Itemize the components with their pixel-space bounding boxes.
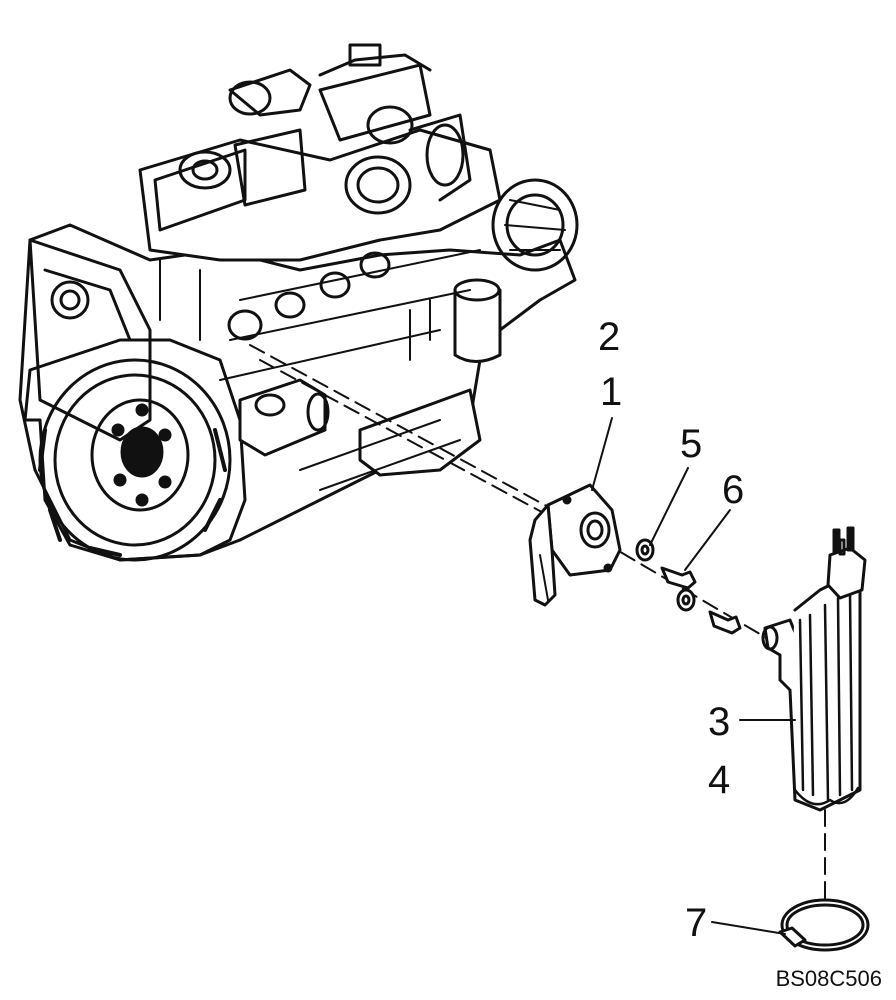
leader-7 <box>711 921 786 935</box>
leader-1 <box>591 417 613 491</box>
callout-1: 1 <box>600 370 623 414</box>
leader-5 <box>649 467 689 546</box>
engine-assembly <box>18 43 579 562</box>
flywheel <box>38 358 232 562</box>
part-6-bolts <box>660 566 742 635</box>
callout-5: 5 <box>680 422 703 466</box>
starter-motor <box>238 378 330 457</box>
leader-lines <box>591 417 796 935</box>
callout-7: 7 <box>685 901 708 945</box>
leader-6 <box>684 509 731 571</box>
alternator <box>491 178 579 272</box>
callout-3: 3 <box>708 700 731 744</box>
oil-filter <box>453 278 502 363</box>
part-1-adapter-plate <box>528 483 622 607</box>
part-7-clamp <box>778 898 870 952</box>
drawing-code: BS08C506 <box>775 966 882 991</box>
callout-6: 6 <box>722 468 745 512</box>
callout-4: 4 <box>708 758 731 802</box>
part-3-heater-element <box>761 526 867 812</box>
callout-2: 2 <box>598 315 621 359</box>
